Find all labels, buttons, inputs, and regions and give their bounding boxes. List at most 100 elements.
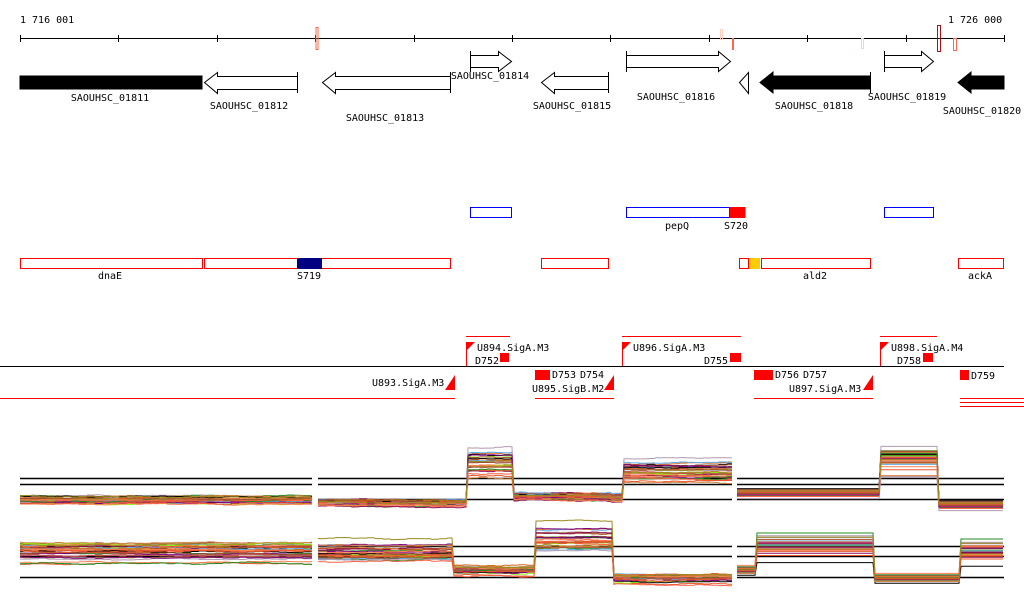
gene-saouhsc-01811[interactable]: SAOUHSC_01811 <box>19 75 203 104</box>
marker[interactable] <box>937 25 941 52</box>
gene-saouhsc-01812[interactable]: SAOUHSC_01812 <box>203 71 298 112</box>
expression-line <box>317 465 732 509</box>
gene-track: SAOUHSC_01811 SAOUHSC_01812 SAOUHSC_0181… <box>19 50 1021 124</box>
s720-label: S720 <box>724 221 748 232</box>
expression-line <box>737 562 1003 584</box>
terminator-u895[interactable] <box>604 375 614 390</box>
gene-saouhsc-01814[interactable]: SAOUHSC_01814 <box>451 50 529 82</box>
feature-s719[interactable] <box>297 258 322 269</box>
axis-start-label: 1 716 001 <box>20 15 74 26</box>
expression-line <box>317 474 732 505</box>
expression-line <box>20 553 313 558</box>
d755-label: D755 <box>704 356 728 367</box>
site-d758[interactable] <box>923 353 933 362</box>
expression-line <box>317 545 732 587</box>
site-d759[interactable] <box>960 370 969 380</box>
expression-line <box>20 541 312 545</box>
feature-orange[interactable] <box>749 258 760 269</box>
gene-saouhsc-01813[interactable]: SAOUHSC_01813 <box>321 71 451 124</box>
expression-line <box>737 546 1003 581</box>
expression-line <box>737 476 1003 512</box>
promoter-u896[interactable] <box>622 342 631 351</box>
feature-box[interactable] <box>541 258 609 269</box>
feature-box[interactable] <box>470 207 512 218</box>
marker[interactable] <box>861 38 864 49</box>
u895-label: U895.SigB.M2 <box>532 384 604 395</box>
feature-ald2[interactable] <box>761 258 871 269</box>
marker[interactable] <box>732 38 734 50</box>
expression-line <box>737 555 1003 580</box>
expression-line <box>737 454 1003 502</box>
u896-label: U896.SigA.M3 <box>633 343 705 354</box>
expression-line <box>20 500 313 506</box>
d759-label: D759 <box>971 371 995 382</box>
expression-line <box>20 543 312 547</box>
dnae-label: dnaE <box>98 271 122 282</box>
marker[interactable] <box>315 27 319 50</box>
feature-box[interactable] <box>739 258 749 269</box>
feature-s720[interactable] <box>729 207 746 218</box>
expression-line <box>737 457 1003 505</box>
feature-dnae[interactable] <box>20 258 203 269</box>
feature-track-blue: pepQ S720 <box>470 207 934 232</box>
expression-line <box>317 464 732 505</box>
expression-line <box>737 456 1003 503</box>
gene-label: SAOUHSC_01813 <box>346 113 424 124</box>
marker[interactable] <box>720 29 723 40</box>
expression-line <box>20 549 313 553</box>
gene-fragment[interactable] <box>738 71 749 95</box>
expression-line <box>20 502 313 506</box>
expression-line <box>317 454 733 506</box>
site-d753[interactable] <box>535 370 550 380</box>
expression-line <box>317 546 733 579</box>
expression-line <box>317 457 732 503</box>
terminator-u893[interactable] <box>445 375 455 390</box>
expression-line <box>20 561 313 566</box>
u898-label: U898.SigA.M4 <box>891 343 963 354</box>
expression-line <box>20 498 313 502</box>
u893-label: U893.SigA.M3 <box>372 378 444 389</box>
feature-track-red: dnaE S719 ald2 ackA <box>20 258 1004 282</box>
expression-line <box>20 556 313 559</box>
gene-label: SAOUHSC_01818 <box>775 101 853 112</box>
expression-line <box>317 541 732 581</box>
expression-line <box>737 459 1003 504</box>
promoter-u894[interactable] <box>466 342 475 351</box>
expression-line <box>317 464 732 507</box>
gene-label: SAOUHSC_01820 <box>943 106 1021 117</box>
gene-label: SAOUHSC_01812 <box>210 101 288 112</box>
gene-saouhsc-01816[interactable]: SAOUHSC_01816 <box>626 50 732 103</box>
d757-label: D757 <box>803 370 827 381</box>
u897-label: U897.SigA.M3 <box>789 384 861 395</box>
d756-label: D756 <box>775 370 799 381</box>
axis-end-label: 1 726 000 <box>948 15 1002 26</box>
gene-label: SAOUHSC_01814 <box>451 71 529 82</box>
gene-saouhsc-01819[interactable]: SAOUHSC_01819 <box>868 50 946 103</box>
gene-saouhsc-01815[interactable]: SAOUHSC_01815 <box>533 71 611 112</box>
site-d755[interactable] <box>730 353 741 362</box>
ald2-label: ald2 <box>803 271 827 282</box>
marker[interactable] <box>953 38 957 51</box>
terminator-u897[interactable] <box>863 375 873 390</box>
feature-box[interactable] <box>884 207 934 218</box>
expression-line <box>317 540 733 582</box>
expression-line <box>737 462 1003 505</box>
regulatory-track: U893.SigA.M3 U894.SigA.M3 D752 D753 D754… <box>0 336 1024 407</box>
site-d752[interactable] <box>500 353 509 362</box>
expression-line <box>737 536 1003 579</box>
promoter-u898[interactable] <box>880 342 889 351</box>
feature-acka[interactable] <box>958 258 1004 269</box>
feature-box[interactable] <box>204 258 451 269</box>
acka-label: ackA <box>968 271 992 282</box>
gene-saouhsc-01820[interactable]: SAOUHSC_01820 <box>943 70 1021 117</box>
gene-label: SAOUHSC_01816 <box>637 92 715 103</box>
feature-pepq[interactable] <box>626 207 730 218</box>
gene-saouhsc-01818[interactable]: SAOUHSC_01818 <box>759 70 871 112</box>
expression-line <box>737 461 1003 506</box>
expression-line <box>737 546 1003 581</box>
u894-label: U894.SigA.M3 <box>477 343 549 354</box>
expression-line <box>737 457 1003 509</box>
gene-label: SAOUHSC_01811 <box>71 93 149 104</box>
site-d756[interactable] <box>754 370 773 380</box>
